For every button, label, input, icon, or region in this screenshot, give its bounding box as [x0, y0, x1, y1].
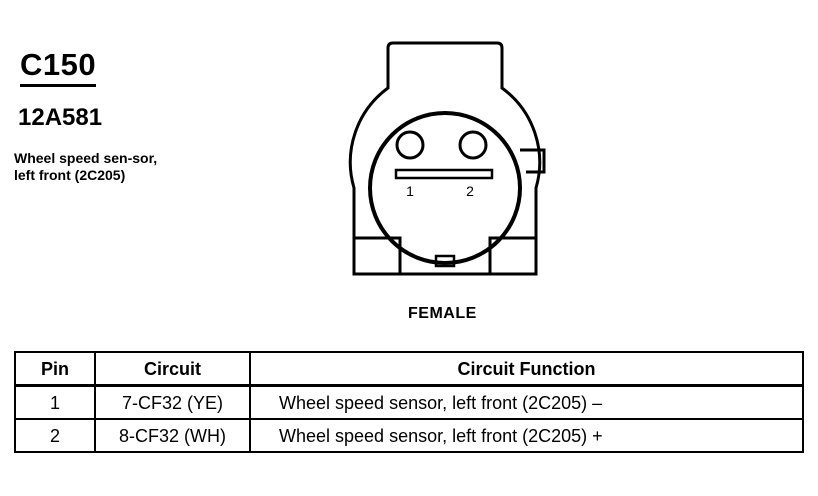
table-row: 1 7-CF32 (YE) Wheel speed sensor, left f… [14, 384, 804, 420]
table-header-row: Pin Circuit Circuit Function [14, 351, 804, 387]
connector-face-ring [368, 111, 522, 265]
header-pin: Pin [14, 351, 96, 387]
pinout-table: Pin Circuit Circuit Function 1 7-CF32 (Y… [14, 351, 804, 453]
table-row: 2 8-CF32 (WH) Wheel speed sensor, left f… [14, 418, 804, 453]
pin-cavity-2 [458, 130, 488, 160]
connector-face-diagram: 1 2 [348, 41, 546, 276]
connector-id: C150 [20, 48, 97, 87]
connector-gender-label: FEMALE [408, 305, 477, 322]
connector-key [434, 254, 456, 268]
cell-pin: 2 [14, 418, 96, 453]
cell-circuit-function: Wheel speed sensor, left front (2C205) – [249, 384, 804, 420]
part-number: 12A581 [18, 104, 103, 131]
connector-base [354, 236, 536, 274]
pin-label-1: 1 [406, 183, 414, 199]
cell-circuit: 7-CF32 (YE) [94, 384, 251, 420]
header-circuit-function: Circuit Function [249, 351, 804, 387]
connector-description: Wheel speed sen-sor, left front (2C205) [14, 150, 158, 183]
connector-latch [520, 148, 546, 174]
connector-housing-outline [348, 41, 542, 276]
cell-circuit-function: Wheel speed sensor, left front (2C205) + [249, 418, 804, 453]
header-circuit: Circuit [94, 351, 251, 387]
cell-pin: 1 [14, 384, 96, 420]
cell-circuit: 8-CF32 (WH) [94, 418, 251, 453]
pin-cavity-1 [395, 130, 425, 160]
terminal-bar [394, 168, 494, 180]
pin-label-2: 2 [466, 183, 474, 199]
